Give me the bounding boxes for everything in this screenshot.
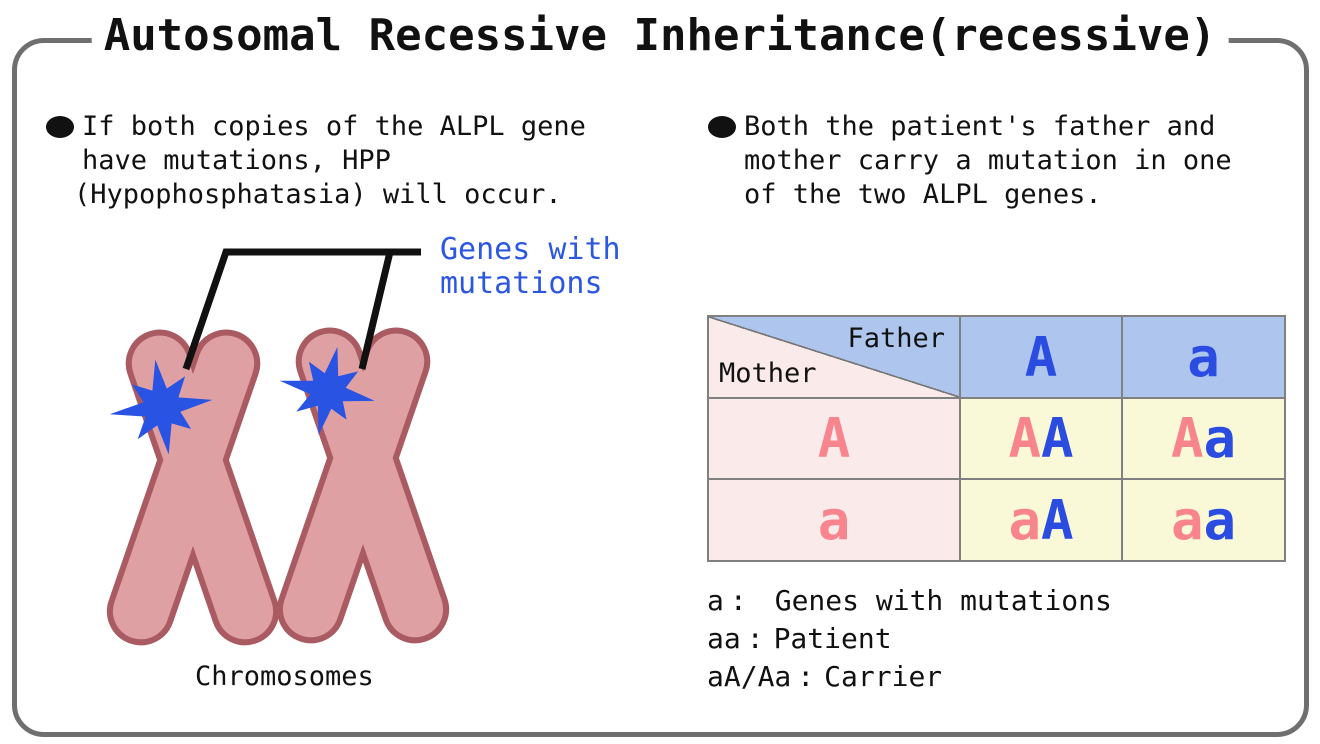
legend-desc: Patient [773, 622, 892, 655]
mutation-star-icon [109, 359, 213, 455]
mother-allele: A [1008, 407, 1041, 470]
father-allele: a [1203, 407, 1237, 470]
legend-key: aa [707, 622, 741, 655]
callout-line-right [358, 251, 394, 370]
legend-row-carrier: aA/Aa: Carrier [707, 658, 1112, 696]
father-allele-A-header: A [959, 317, 1121, 397]
left-bullet-line: (Hypophosphatasia) will occur. [74, 179, 562, 210]
left-bullet-item: If both copies of the ALPL gene have mut… [46, 110, 666, 212]
punnett-corner-cell: Father Mother [709, 317, 959, 397]
father-label: Father [847, 323, 945, 354]
right-bullet-text: Both the patient's father and mother car… [744, 110, 1232, 212]
legend-colon: : [797, 660, 815, 693]
legend-desc: Genes with mutations [774, 584, 1112, 617]
bullet-icon [46, 116, 74, 138]
mutation-callout-label: Genes with mutations [440, 233, 621, 301]
callout-line-1: Genes with [440, 232, 621, 267]
mother-label: Mother [719, 358, 817, 389]
chromosome-illustration [106, 248, 450, 646]
left-bullet-line: have mutations, HPP [82, 145, 391, 176]
father-allele-a-header: a [1121, 317, 1284, 397]
right-bullet-item: Both the patient's father and mother car… [708, 110, 1298, 212]
legend-key: aA/Aa [707, 660, 792, 693]
right-bullet-line: mother carry a mutation in one [744, 145, 1232, 176]
chromosome-left [106, 329, 280, 646]
left-bullet-text: If both copies of the ALPL gene have mut… [74, 110, 586, 212]
right-bullet-line: of the two ALPL genes. [744, 179, 1102, 210]
legend-row-mutation: a: Genes with mutations [707, 582, 1112, 620]
legend-key: a [707, 584, 724, 617]
page-title: Autosomal Recessive Inheritance(recessiv… [91, 10, 1229, 62]
right-bullet-line: Both the patient's father and [744, 111, 1216, 142]
legend-desc: Carrier [824, 660, 943, 693]
legend-row-patient: aa: Patient [707, 620, 1112, 658]
mother-allele-A-header: A [709, 397, 959, 478]
punnett-legend: a: Genes with mutations aa: Patient aA/Aa:… [707, 582, 1112, 696]
legend-colon: : [746, 622, 764, 655]
chromosome-right [276, 327, 450, 644]
mother-allele: A [1170, 407, 1204, 470]
mother-allele: a [1170, 488, 1204, 552]
left-bullet-line: If both copies of the ALPL gene [82, 111, 586, 142]
father-allele: A [1041, 407, 1074, 470]
chromosomes-caption: Chromosomes [195, 661, 374, 692]
bullet-icon [708, 116, 736, 138]
mutation-star-icon [279, 347, 375, 435]
father-allele: A [1041, 488, 1074, 552]
mother-allele: a [1008, 488, 1041, 552]
callout-line-2: mutations [440, 266, 603, 301]
legend-colon: : [729, 584, 747, 617]
father-allele: a [1203, 488, 1237, 552]
callout-line-left [182, 248, 421, 371]
mother-allele-a-header: a [709, 478, 959, 560]
